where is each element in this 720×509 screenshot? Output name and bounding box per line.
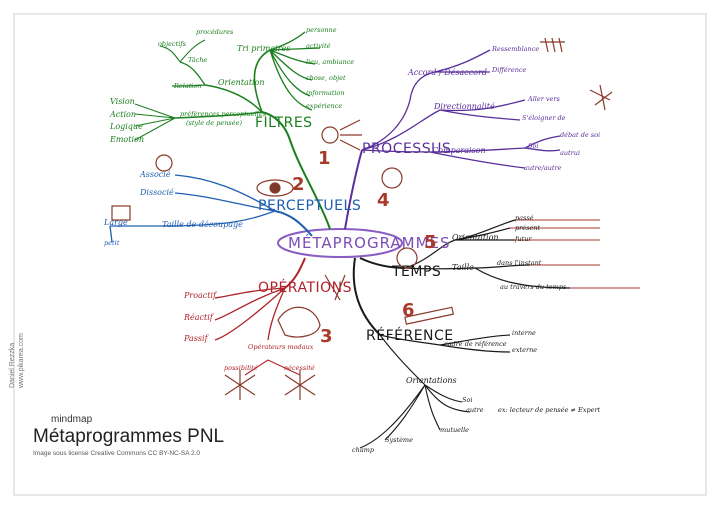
ref-autre-label: autre: [466, 406, 484, 414]
tri-item-chose: chose, objet: [306, 74, 346, 82]
accord-label: Accord / Désaccord: [408, 68, 488, 77]
filtres-label: FILTRES: [255, 115, 313, 131]
preferences-label: préférences perceptuelles: [180, 110, 267, 118]
footer-subtitle: mindmap: [51, 414, 93, 425]
tri-item-activite: activité: [306, 42, 331, 50]
temps-label: TEMPS: [392, 264, 442, 280]
ressemblance-label: Ressemblance: [492, 45, 540, 53]
present-label: présent: [515, 224, 541, 232]
autre-autre-label: autre/autre: [524, 164, 562, 172]
externe-label: externe: [512, 346, 538, 354]
objectifs-label: objectifs: [158, 40, 187, 48]
footer: mindmap Métaprogrammes PNL Image sous li…: [33, 414, 224, 457]
branch-number-3: 3: [320, 326, 333, 347]
vak-logique: Logique: [110, 122, 143, 131]
difference-label: Différence: [492, 66, 527, 74]
proactif-label: Proactif: [184, 291, 217, 300]
reference-label: RÉFÉRENCE: [366, 328, 454, 344]
branch-number-4: 4: [377, 190, 390, 211]
instant-label: dans l'instant: [497, 259, 542, 267]
passe-label: passé: [515, 214, 534, 222]
passif-label: Passif: [184, 334, 208, 343]
comparaison-label: Comparaison: [432, 146, 486, 155]
vak-emotion: Emotion: [110, 135, 144, 144]
champ-label: champ: [352, 446, 375, 454]
tri-primaires-label: Tri primaires: [237, 44, 291, 53]
perceptuels-label: PERCEPTUELS: [258, 198, 362, 214]
dissocie-label: Dissocié: [140, 188, 174, 197]
relation-label: Relation: [174, 82, 202, 90]
orientation-label: Orientation: [218, 78, 265, 87]
vak-vision: Vision: [110, 97, 135, 106]
ref-soi-label: Soi: [462, 396, 473, 404]
branch-number-2: 2: [292, 174, 305, 195]
associe-label: Associé: [140, 170, 171, 179]
branch-number-1: 1: [318, 148, 331, 169]
tri-item-experience: expérience: [306, 102, 343, 110]
taille-decoupage-label: Taille de découpage: [162, 220, 243, 229]
debat-label: débat de soi: [560, 131, 601, 139]
operateurs-modaux-label: Opérateurs modaux: [248, 343, 314, 351]
processus-label: PROCESSUS: [362, 141, 452, 157]
footer-title: Métaprogrammes PNL: [33, 426, 225, 447]
mutuelle-label: mutuelle: [440, 426, 469, 434]
center-title: MÉTAPROGRAMMES: [288, 234, 451, 252]
travers-label: au travers du temps: [500, 283, 567, 291]
author-name: Daniel Rezzka: [9, 342, 16, 388]
interne-label: interne: [512, 329, 536, 337]
vak-action: Action: [110, 110, 136, 119]
operations-label: OPÉRATIONS: [258, 280, 353, 296]
tri-item-personne: personne: [306, 26, 337, 34]
author-credit: Daniel Rezzka www.pikarea.com: [8, 333, 26, 388]
temps-orientation-label: Orientation: [452, 233, 499, 242]
reactif-label: Réactif: [184, 313, 213, 322]
tri-item-information: information: [306, 89, 345, 97]
cadre-label: cadre de référence: [444, 340, 507, 348]
large-label: Large: [104, 218, 128, 227]
directionnalite-label: Directionnalité: [434, 102, 495, 111]
procedures-label: procédures: [196, 28, 234, 36]
eloigner-label: S'éloigner de: [522, 114, 566, 122]
tache-label: Tâche: [188, 56, 208, 64]
futur-label: futur: [515, 235, 532, 243]
tri-item-lieu: lieu, ambiance: [306, 58, 355, 66]
systeme-label: Système: [385, 436, 413, 444]
autrui-label: autrui: [560, 149, 581, 157]
petit-label: petit: [104, 239, 120, 247]
branch-number-5: 5: [424, 232, 437, 253]
aller-vers-label: Aller vers: [528, 95, 560, 103]
author-site: www.pikarea.com: [18, 333, 25, 388]
center-bubble: [277, 228, 403, 258]
necessite-label: nécessité: [284, 364, 315, 372]
preferences-sublabel: (style de pensée): [186, 119, 242, 127]
temps-taille-label: Taille: [452, 263, 474, 272]
illustration-marks: [111, 37, 613, 400]
footer-license: Image sous license Creative Commons CC B…: [33, 450, 201, 457]
ref-autre-sublabel: ex: lecteur de pensée ≠ Expert: [498, 406, 601, 414]
orientations-label: Orientations: [406, 376, 457, 385]
branch-number-6: 6: [402, 300, 415, 321]
possibilite-label: possibilité: [224, 364, 258, 372]
soi-label: Soi: [528, 142, 539, 150]
